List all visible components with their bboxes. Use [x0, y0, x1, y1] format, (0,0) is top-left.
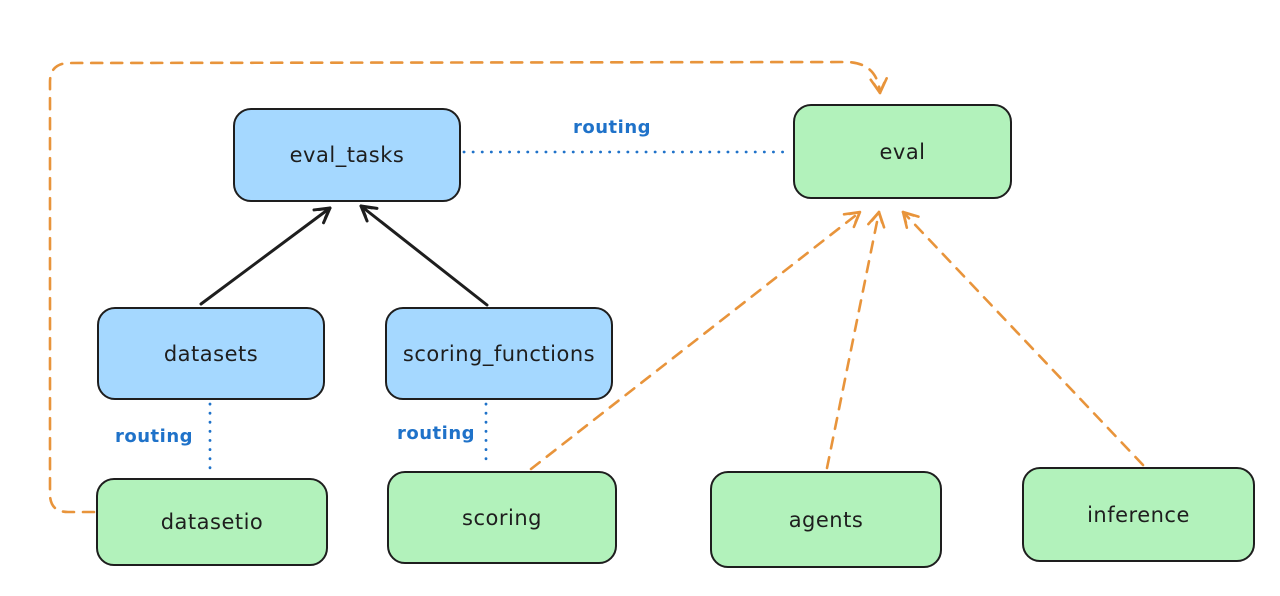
edge-scoring-functions-to-eval-tasks — [359, 204, 489, 307]
node-eval-tasks-label: eval_tasks — [289, 143, 405, 167]
edge-scoring-to-eval — [529, 210, 862, 471]
node-inference: inference — [1022, 467, 1255, 562]
node-eval-label: eval — [879, 139, 926, 164]
node-scoring: scoring — [387, 471, 617, 564]
node-datasetio: datasetio — [96, 478, 328, 566]
edge-agents-to-eval — [825, 210, 886, 470]
node-datasets-label: datasets — [163, 341, 259, 366]
node-datasetio-label: datasetio — [160, 510, 264, 534]
edge-datasets-to-eval-tasks — [199, 206, 332, 306]
edge-label-routing-scoring-functions-scoring: routing — [396, 423, 476, 444]
node-agents-label: agents — [788, 507, 864, 532]
edge-label-routing-eval-tasks-eval: routing — [572, 117, 652, 138]
edge-datasetio-to-eval — [48, 60, 888, 514]
node-scoring-functions-label: scoring_functions — [402, 341, 596, 366]
node-datasets: datasets — [97, 307, 325, 400]
node-agents: agents — [710, 471, 942, 568]
edge-inference-to-eval — [901, 210, 1145, 467]
node-eval: eval — [793, 104, 1012, 199]
edge-label-routing-datasets-datasetio: routing — [114, 426, 194, 447]
node-eval-tasks: eval_tasks — [233, 108, 461, 202]
node-inference-label: inference — [1087, 502, 1190, 527]
node-scoring-label: scoring — [462, 505, 542, 530]
node-scoring-functions: scoring_functions — [385, 307, 613, 400]
